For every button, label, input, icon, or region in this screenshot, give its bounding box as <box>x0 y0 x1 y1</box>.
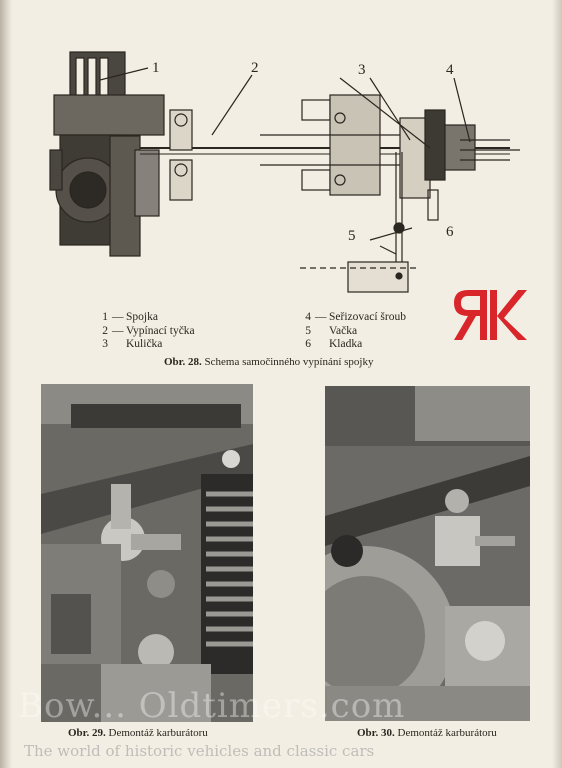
figure-29-photo <box>41 384 253 722</box>
page-gutter-shadow <box>0 0 12 768</box>
legend-item: 4—Seřizovací šroub <box>305 311 406 323</box>
figure-29-caption: Obr. 29. Demontáž karburátoru <box>68 727 208 739</box>
callout-1: 1 <box>152 60 160 76</box>
figure-28-caption: Obr. 28. Schema samočinného vypínání spo… <box>164 356 374 368</box>
page-edge-shadow <box>552 0 562 768</box>
rk-logo <box>454 290 527 340</box>
legend-item: 1—Spojka <box>102 311 158 323</box>
clutch-schematic-diagram: 1 2 3 4 5 6 <box>49 51 520 293</box>
legend-item: 2—Vypínací tyčka <box>102 324 195 337</box>
figure-30-caption: Obr. 30. Demontáž karburátoru <box>357 727 497 739</box>
watermark-text: Bow... Oldtimers.com <box>18 686 406 726</box>
watermark-tagline: The world of historic vehicles and class… <box>24 742 375 760</box>
callout-4: 4 <box>446 62 454 78</box>
callout-5: 5 <box>348 228 356 244</box>
figure-30-photo <box>325 386 530 721</box>
callout-2: 2 <box>251 60 259 76</box>
callout-3: 3 <box>358 62 366 78</box>
callout-6: 6 <box>446 224 454 240</box>
